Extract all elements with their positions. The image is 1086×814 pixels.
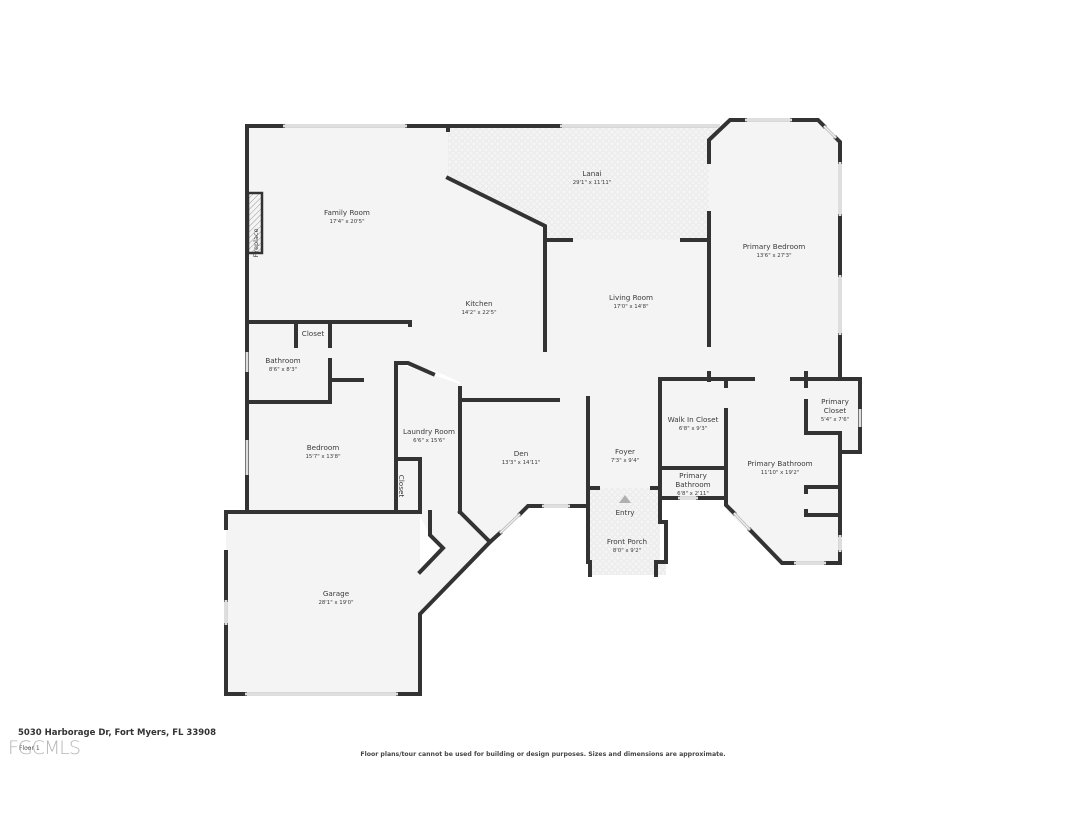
- room-name-front-porch: Front Porch: [607, 537, 647, 546]
- windows: [224, 118, 862, 696]
- room-name-primary-closet-line1: Primary: [821, 397, 850, 406]
- fireplace-label: Fireplace: [252, 228, 260, 257]
- room-dim-walk-in-closet: 6'8" x 9'3": [679, 426, 707, 432]
- room-dim-primary-bathroom: 11'10" x 19'2": [761, 470, 800, 476]
- room-name-closet-1: Closet: [302, 329, 325, 338]
- room-labels: Family Room 17'4" x 20'5" Lanai 29'1" x …: [252, 169, 850, 606]
- room-dim-lanai: 29'1" x 11'11": [573, 180, 612, 186]
- room-dim-primary-closet: 5'4" x 7'6": [821, 417, 849, 423]
- entry-arrow-icon: [619, 495, 631, 503]
- room-name-foyer: Foyer: [615, 447, 635, 456]
- room-dim-foyer: 7'3" x 9'4": [611, 458, 639, 464]
- property-address: 5030 Harborage Dr, Fort Myers, FL 33908: [18, 728, 216, 738]
- room-name-living-room: Living Room: [609, 293, 653, 302]
- room-name-primary-closet-line2: Closet: [824, 406, 847, 415]
- room-dim-front-porch: 8'0" x 9'2": [613, 548, 641, 554]
- room-name-primary-bathroom: Primary Bathroom: [747, 459, 812, 468]
- room-dim-primary-bathroom-small: 6'8" x 2'11": [677, 491, 709, 497]
- room-dim-bathroom: 8'6" x 8'3": [269, 367, 297, 373]
- room-name-laundry-room: Laundry Room: [403, 427, 455, 436]
- room-dim-living-room: 17'0" x 14'8": [613, 304, 648, 310]
- room-dim-garage: 28'1" x 19'0": [318, 600, 353, 606]
- room-dim-den: 13'3" x 14'11": [502, 460, 541, 466]
- room-name-bathroom: Bathroom: [265, 356, 300, 365]
- floor-fills: [226, 120, 860, 694]
- room-name-kitchen: Kitchen: [465, 299, 492, 308]
- room-name-primary-bathroom-small-line1: Primary: [679, 471, 708, 480]
- mls-watermark-logo: FGCMLS: [8, 737, 81, 759]
- room-name-walk-in-closet: Walk In Closet: [668, 415, 719, 424]
- room-name-closet-2: Closet: [397, 475, 406, 498]
- room-name-bedroom: Bedroom: [307, 443, 340, 452]
- room-dim-laundry-room: 6'6" x 15'6": [413, 438, 445, 444]
- room-name-primary-bathroom-small-line2: Bathroom: [675, 480, 710, 489]
- room-name-entry: Entry: [615, 508, 635, 517]
- room-dim-kitchen: 14'2" x 22'5": [461, 310, 496, 316]
- room-dim-bedroom: 15'7" x 13'8": [305, 454, 340, 460]
- walls: [224, 118, 862, 696]
- room-name-den: Den: [514, 449, 529, 458]
- room-dim-primary-bedroom: 13'6" x 27'3": [756, 253, 791, 259]
- room-name-garage: Garage: [323, 589, 350, 598]
- room-name-lanai: Lanai: [582, 169, 601, 178]
- room-dim-family-room: 17'4" x 20'5": [329, 219, 364, 225]
- disclaimer-text: Floor plans/tour cannot be used for buil…: [360, 751, 726, 758]
- floor-label: Floor 1: [19, 745, 40, 752]
- room-name-primary-bedroom: Primary Bedroom: [743, 242, 806, 251]
- room-name-family-room: Family Room: [324, 208, 370, 217]
